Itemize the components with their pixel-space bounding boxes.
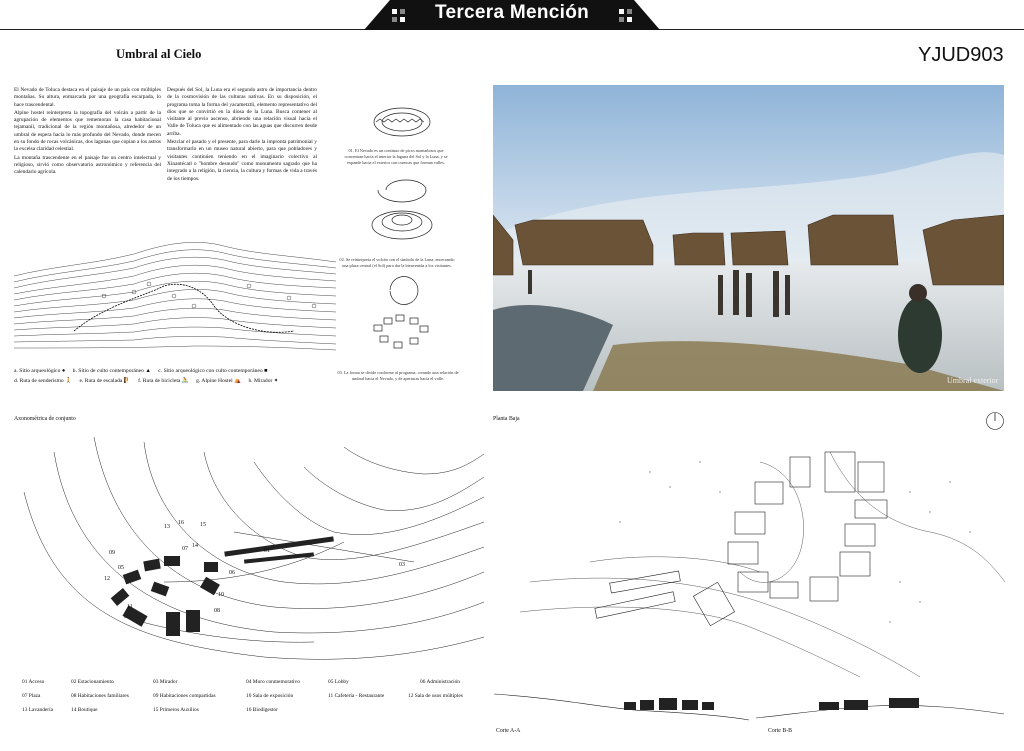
banner-dot	[400, 17, 405, 22]
banner-dot	[392, 9, 397, 14]
legend-item: g. Alpine Hostel ⛺	[196, 378, 242, 384]
program-item: 16 Biodigestor	[246, 707, 278, 713]
caption-3: 03. La forma se divide conforme al progr…	[337, 370, 459, 381]
program-item: 15 Primeros Auxilios	[153, 707, 199, 713]
sections-drawing	[494, 693, 1005, 721]
banner-shape	[364, 0, 660, 30]
axo-number: 05	[118, 565, 124, 571]
axo-number: 07	[182, 546, 188, 552]
program-item: 10 Sala de exposición	[246, 693, 294, 699]
axo-number: 16	[178, 520, 184, 526]
axonometric-label: Axonométrica de conjunto	[14, 416, 76, 422]
legend-item: b. Sitio de culto contemporáneo ▲	[72, 368, 151, 374]
banner-dot	[619, 9, 624, 14]
axo-number: 15	[200, 522, 206, 528]
banner-title: Tercera Mención	[434, 2, 590, 23]
banner-dot	[627, 9, 632, 14]
project-code: YJUD903	[918, 44, 1004, 66]
north-arrow-icon	[986, 412, 1004, 430]
ground-floor-plan	[519, 451, 1006, 677]
paragraph: Alpine hostel reinterpreta la topografía…	[14, 109, 161, 153]
render-image	[493, 85, 1004, 391]
exterior-render: Umbral exterior	[493, 85, 1004, 391]
project-title: Umbral al Cielo	[116, 47, 202, 61]
program-item: 07 Plaza	[22, 693, 41, 699]
axo-number: 11	[127, 604, 133, 610]
axo-number: 10	[218, 592, 224, 598]
banner-dot	[392, 17, 397, 22]
paragraph: La montaña trascendente en el paisaje fu…	[14, 154, 161, 176]
paragraph: Después del Sol, la Luna era el segundo …	[167, 87, 317, 137]
program-item: 11 Cafetería - Restaurante	[328, 693, 385, 699]
program-item: 09 Habitaciones compartidas	[153, 693, 216, 699]
axo-number: 09	[109, 550, 115, 556]
legend-item: e. Ruta de escalada 🧗	[79, 378, 131, 384]
axo-number: 08	[214, 608, 220, 614]
banner-dot	[619, 17, 624, 22]
program-item: 08 Habitaciones familiares	[71, 693, 129, 699]
legend-item: d. Ruta de senderismo 🚶	[14, 378, 73, 384]
program-item: 13 Lavandería	[22, 707, 53, 713]
legend-item: a. Sitio arqueológico ●	[14, 368, 66, 374]
axo-number: 06	[229, 570, 235, 576]
section-b-label: Corte B-B	[768, 728, 792, 734]
program-item: 14 Boutique	[71, 707, 98, 713]
axo-number: 01	[264, 548, 270, 554]
paragraph: Mezclar el pasado y el presente, para da…	[167, 139, 317, 182]
paragraph: El Nevado de Toluca destaca en el paisaj…	[14, 87, 161, 108]
axo-number: 14	[192, 543, 198, 549]
section-a-label: Corte A-A	[496, 728, 521, 734]
caption-1: 01. El Nevado es un continuo de picos mo…	[344, 148, 448, 165]
legend-item: c. Sitio arqueológico con culto contempo…	[158, 368, 268, 374]
text-column-2: Después del Sol, la Luna era el segundo …	[167, 87, 317, 184]
caption-2: 02. Se reinterpreta el volcán con el sím…	[339, 257, 455, 268]
axo-number: 13	[164, 524, 170, 530]
axonometric-drawing: 13 16 15 07 09 14 06 12 11 10 01 03 08 0…	[23, 436, 484, 660]
program-item: 04 Muro conmemorativo	[246, 679, 300, 685]
program-item: 12 Sala de usos múltiples	[408, 693, 463, 699]
banner: Tercera Mención	[364, 0, 660, 30]
program-item: 05 Lobby	[328, 679, 349, 685]
banner-dot	[627, 17, 632, 22]
axo-number: 03	[399, 562, 405, 568]
legend-item: f. Ruta de bicicleta 🚴	[138, 378, 189, 384]
map-legend: a. Sitio arqueológico ● b. Sitio de cult…	[14, 366, 334, 386]
topographic-map	[14, 242, 336, 351]
text-column-1: El Nevado de Toluca destaca en el paisaj…	[14, 87, 161, 178]
program-item: 03 Mirador	[153, 679, 178, 685]
photo-caption: Umbral exterior	[947, 376, 999, 385]
program-item: 06 Administración	[420, 679, 460, 685]
program-item: 01 Acceso	[22, 679, 45, 685]
axo-number: 12	[104, 576, 110, 582]
banner-dot	[400, 9, 405, 14]
legend-row-1: a. Sitio arqueológico ● b. Sitio de cult…	[14, 366, 334, 376]
plan-label: Planta Baja	[493, 416, 520, 422]
legend-item: h. Mirador ✦	[248, 378, 279, 384]
concept-diagrams	[371, 107, 433, 349]
program-item: 02 Estacionamiento	[71, 679, 114, 685]
legend-row-2: d. Ruta de senderismo 🚶 e. Ruta de escal…	[14, 376, 334, 386]
